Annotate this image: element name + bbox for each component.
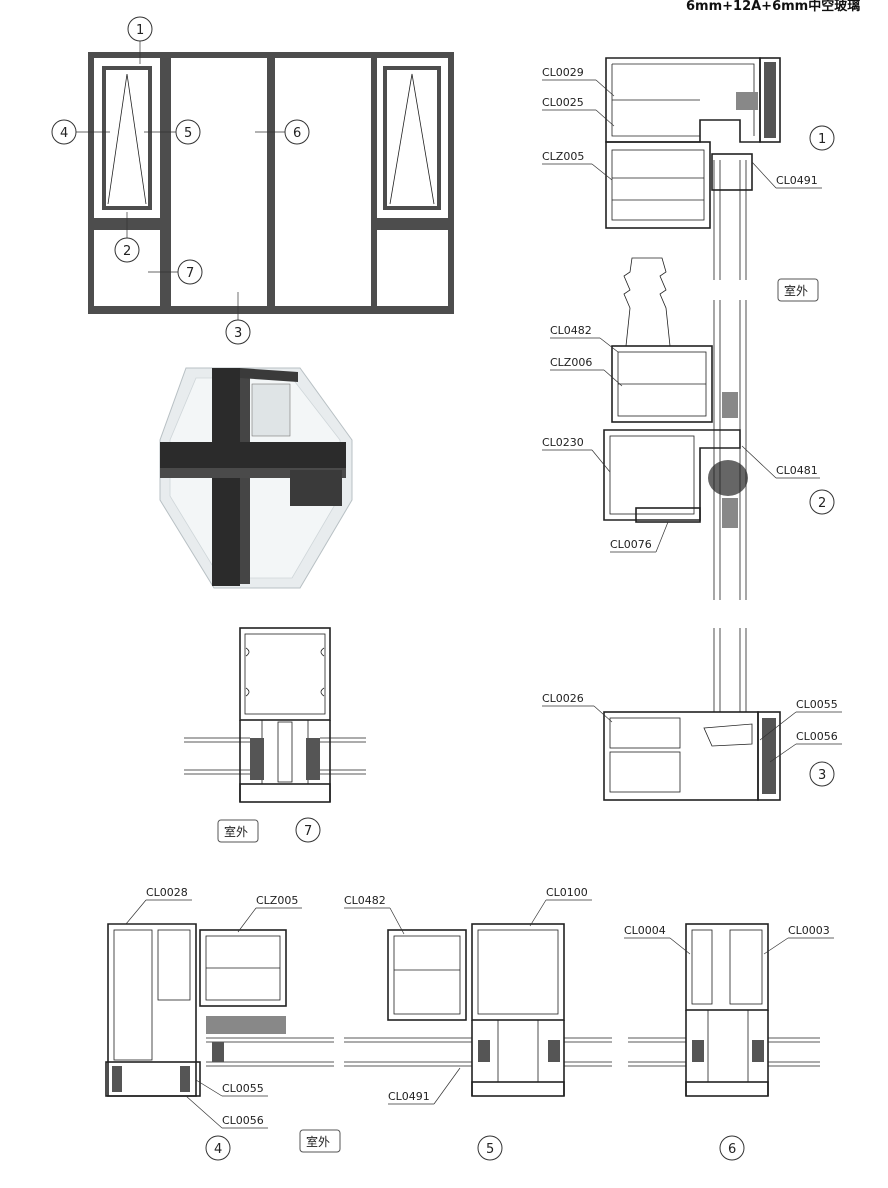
elevation-callout-7: 7 [177,259,203,285]
svg-text:CLZ005: CLZ005 [256,894,298,907]
svg-text:CL0230: CL0230 [542,436,584,449]
svg-text:CL0056: CL0056 [796,730,838,743]
section-3-profile [603,628,781,801]
section-1-profile [605,57,781,280]
svg-text:CL0076: CL0076 [610,538,652,551]
outdoor-tag-1: 室外 [777,278,819,302]
outdoor-tag-4: 室外 [299,1129,341,1153]
elevation-callout-3: 3 [225,319,251,345]
svg-text:6: 6 [293,126,301,141]
section-3-labels: CL0026 CL0055 CL0056 [542,692,842,763]
section-7-profile [184,627,366,803]
elevation-callout-6: 6 [284,119,310,145]
window-elevation [76,40,454,320]
svg-text:5: 5 [184,126,192,141]
svg-text:CL0003: CL0003 [788,924,830,937]
svg-text:CL0029: CL0029 [542,66,584,79]
mullion-3d-illustration [159,367,353,589]
outdoor-tag-7: 室外 [217,819,259,843]
svg-text:CL0004: CL0004 [624,924,666,937]
section-4-profile [105,923,334,1097]
svg-text:CL0055: CL0055 [796,698,838,711]
svg-text:6: 6 [728,1142,736,1157]
svg-text:室外: 室外 [784,283,808,298]
svg-text:CL0491: CL0491 [776,174,818,187]
section-4-labels: CL0028 CLZ005 CL0055 CL0056 [125,886,302,1129]
svg-text:CL0026: CL0026 [542,692,584,705]
svg-text:CL0100: CL0100 [546,886,588,899]
svg-text:CL0491: CL0491 [388,1090,430,1103]
svg-text:CL0482: CL0482 [550,324,592,337]
section-2-labels: CL0482 CLZ006 CL0230 CL0481 CL0076 [542,324,820,553]
section-6-profile [628,923,820,1097]
elevation-callout-2: 2 [114,237,140,263]
svg-text:CLZ005: CLZ005 [542,150,584,163]
svg-text:4: 4 [214,1142,222,1157]
svg-text:2: 2 [818,496,826,511]
section-1-labels: CL0029 CL0025 CLZ005 CL0491 [542,66,822,189]
svg-text:5: 5 [486,1142,494,1157]
svg-text:1: 1 [136,23,144,38]
svg-text:CL0056: CL0056 [222,1114,264,1127]
section-5-profile [344,923,612,1097]
svg-text:CL0481: CL0481 [776,464,818,477]
section-2-number: 2 [809,489,835,515]
svg-text:CL0025: CL0025 [542,96,584,109]
section-1-number: 1 [809,125,835,151]
section-4-number: 4 [205,1135,231,1161]
svg-text:7: 7 [186,266,194,281]
svg-text:2: 2 [123,244,131,259]
section-7-number: 7 [295,817,321,843]
svg-text:4: 4 [60,126,68,141]
elevation-callout-1: 1 [127,16,153,42]
glass-spec-title: 6mm+12A+6mm中空玻璃 [686,0,860,14]
section-5-number: 5 [477,1135,503,1161]
section-5-labels: CL0482 CL0100 CL0491 [344,886,592,1105]
section-6-labels: CL0004 CL0003 [624,924,834,955]
section-6-number: 6 [719,1135,745,1161]
elevation-callout-4: 4 [51,119,77,145]
section-3-number: 3 [809,761,835,787]
svg-text:1: 1 [818,132,826,147]
svg-text:CL0028: CL0028 [146,886,188,899]
svg-text:CLZ006: CLZ006 [550,356,592,369]
svg-text:室外: 室外 [224,824,248,839]
svg-text:室外: 室外 [306,1134,330,1149]
svg-text:CL0482: CL0482 [344,894,386,907]
svg-text:3: 3 [818,768,826,783]
svg-text:CL0055: CL0055 [222,1082,264,1095]
svg-text:7: 7 [304,824,312,839]
elevation-callout-5: 5 [175,119,201,145]
svg-text:3: 3 [234,326,242,341]
